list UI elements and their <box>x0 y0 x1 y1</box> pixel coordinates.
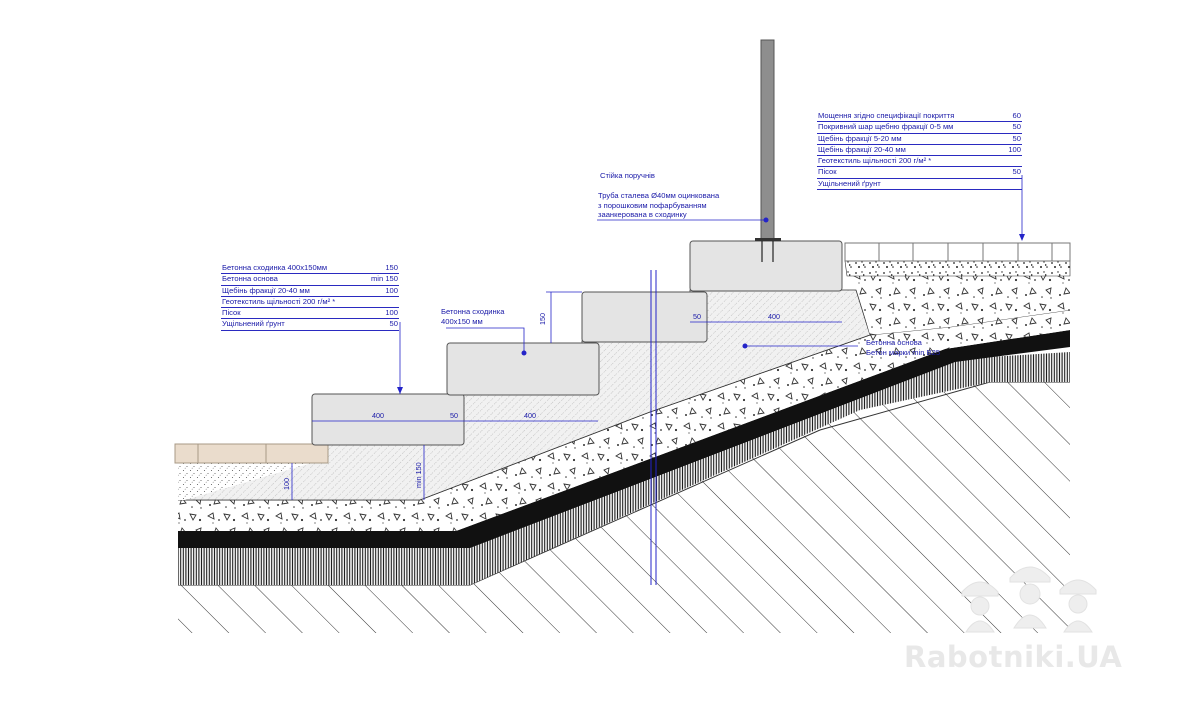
dim-base-min: min 150 <box>414 462 423 488</box>
dim-sand: 100 <box>282 478 291 490</box>
sand-layer <box>178 352 1070 585</box>
dim-riser: 150 <box>538 313 547 325</box>
dim-tread-lower-inner: 400 <box>524 411 536 420</box>
spec-row: Геотекстиль щільності 200 г/м² * <box>221 297 399 309</box>
pavers-right <box>844 242 1071 262</box>
dim-tread-lower: 400 <box>372 411 384 420</box>
base-label: Бетонна основа Бетон марки min B25 <box>866 338 941 357</box>
step-3 <box>581 291 708 343</box>
handrail-post <box>760 39 775 242</box>
step-top <box>689 240 843 292</box>
spec-row: Геотекстиль щільності 200 г/м² * <box>817 156 1022 168</box>
concrete-steps <box>311 240 843 446</box>
watermark-logo <box>961 566 1097 633</box>
dim-nose-upper: 50 <box>693 312 701 321</box>
pavers-left <box>174 443 329 464</box>
dim-nose-lower: 50 <box>450 411 458 420</box>
step-1 <box>311 393 465 446</box>
step-label: Бетонна сходинка 400х150 мм <box>441 307 505 326</box>
gravel-5-20 <box>847 276 1070 335</box>
dim-tread-upper: 400 <box>768 312 780 321</box>
post-title: Стійка поручнів <box>600 171 655 180</box>
spec-row: Ущільнений ґрунт <box>817 179 1022 191</box>
post-description: Труба сталева Ø40мм оцинкована з порошко… <box>598 191 720 220</box>
geotextile-band <box>178 330 1070 548</box>
screed-0-5 <box>844 260 1071 277</box>
step-2 <box>446 342 600 396</box>
watermark-text: Rabotniki.UA <box>904 640 1123 674</box>
gravel-layer <box>178 310 1070 531</box>
